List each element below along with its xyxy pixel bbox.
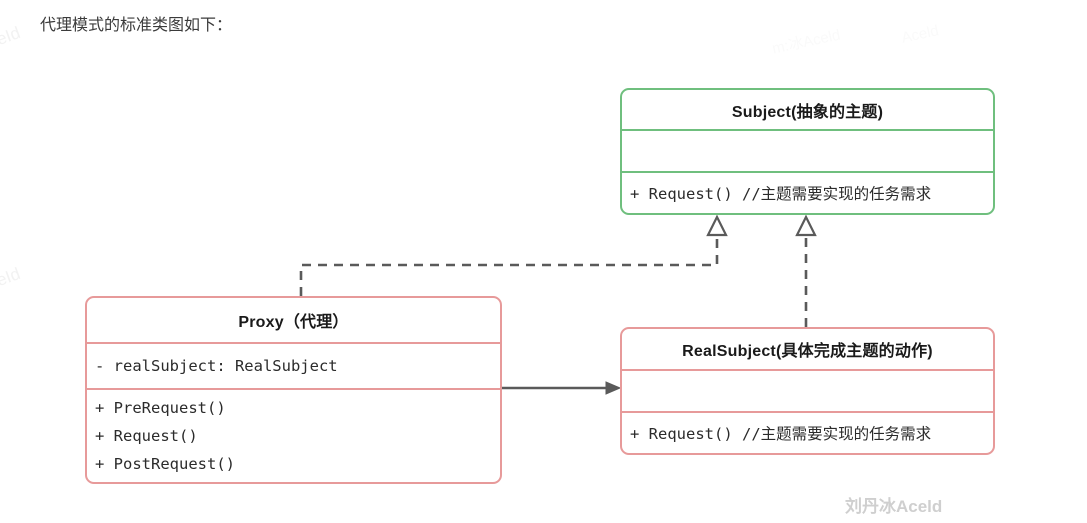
attribute-proxy-realsubject: - realSubject: RealSubject xyxy=(87,342,500,388)
class-box-realsubject[interactable]: RealSubject(具体完成主题的动作) + Request() //主题需… xyxy=(620,327,995,455)
operation-realsubject-request: + Request() //主题需要实现的任务需求 xyxy=(622,411,993,453)
operation-proxy-prerequest: + PreRequest() xyxy=(95,399,226,417)
watermark-author: 刘丹冰Aceld xyxy=(845,497,943,516)
class-box-subject[interactable]: Subject(抽象的主题) + Request() //主题需要实现的任务需求 xyxy=(620,88,995,215)
operations-compartment-proxy: + PreRequest() + Request() + PostRequest… xyxy=(87,388,500,482)
attributes-compartment-realsubject xyxy=(622,369,993,411)
realization-realsubject-to-subject xyxy=(795,214,817,327)
class-name-subject: Subject(抽象的主题) xyxy=(731,103,884,121)
hollow-triangle-arrowhead xyxy=(706,214,728,237)
class-name-realsubject: RealSubject(具体完成主题的动作) xyxy=(682,343,933,360)
association-proxy-to-realsubject xyxy=(502,381,622,395)
realization-proxy-to-subject xyxy=(299,214,728,296)
attributes-compartment-subject xyxy=(622,129,993,171)
class-name-proxy: Proxy（代理） xyxy=(238,314,349,331)
operation-subject-request: + Request() //主题需要实现的任务需求 xyxy=(622,171,993,213)
class-box-proxy[interactable]: Proxy（代理） - realSubject: RealSubject + P… xyxy=(85,296,502,484)
filled-arrowhead xyxy=(605,381,622,395)
hollow-triangle-arrowhead xyxy=(795,214,817,237)
page-title: 代理模式的标准类图如下： xyxy=(40,17,233,34)
operation-proxy-postrequest: + PostRequest() xyxy=(95,455,235,473)
operation-proxy-request: + Request() xyxy=(95,427,198,445)
